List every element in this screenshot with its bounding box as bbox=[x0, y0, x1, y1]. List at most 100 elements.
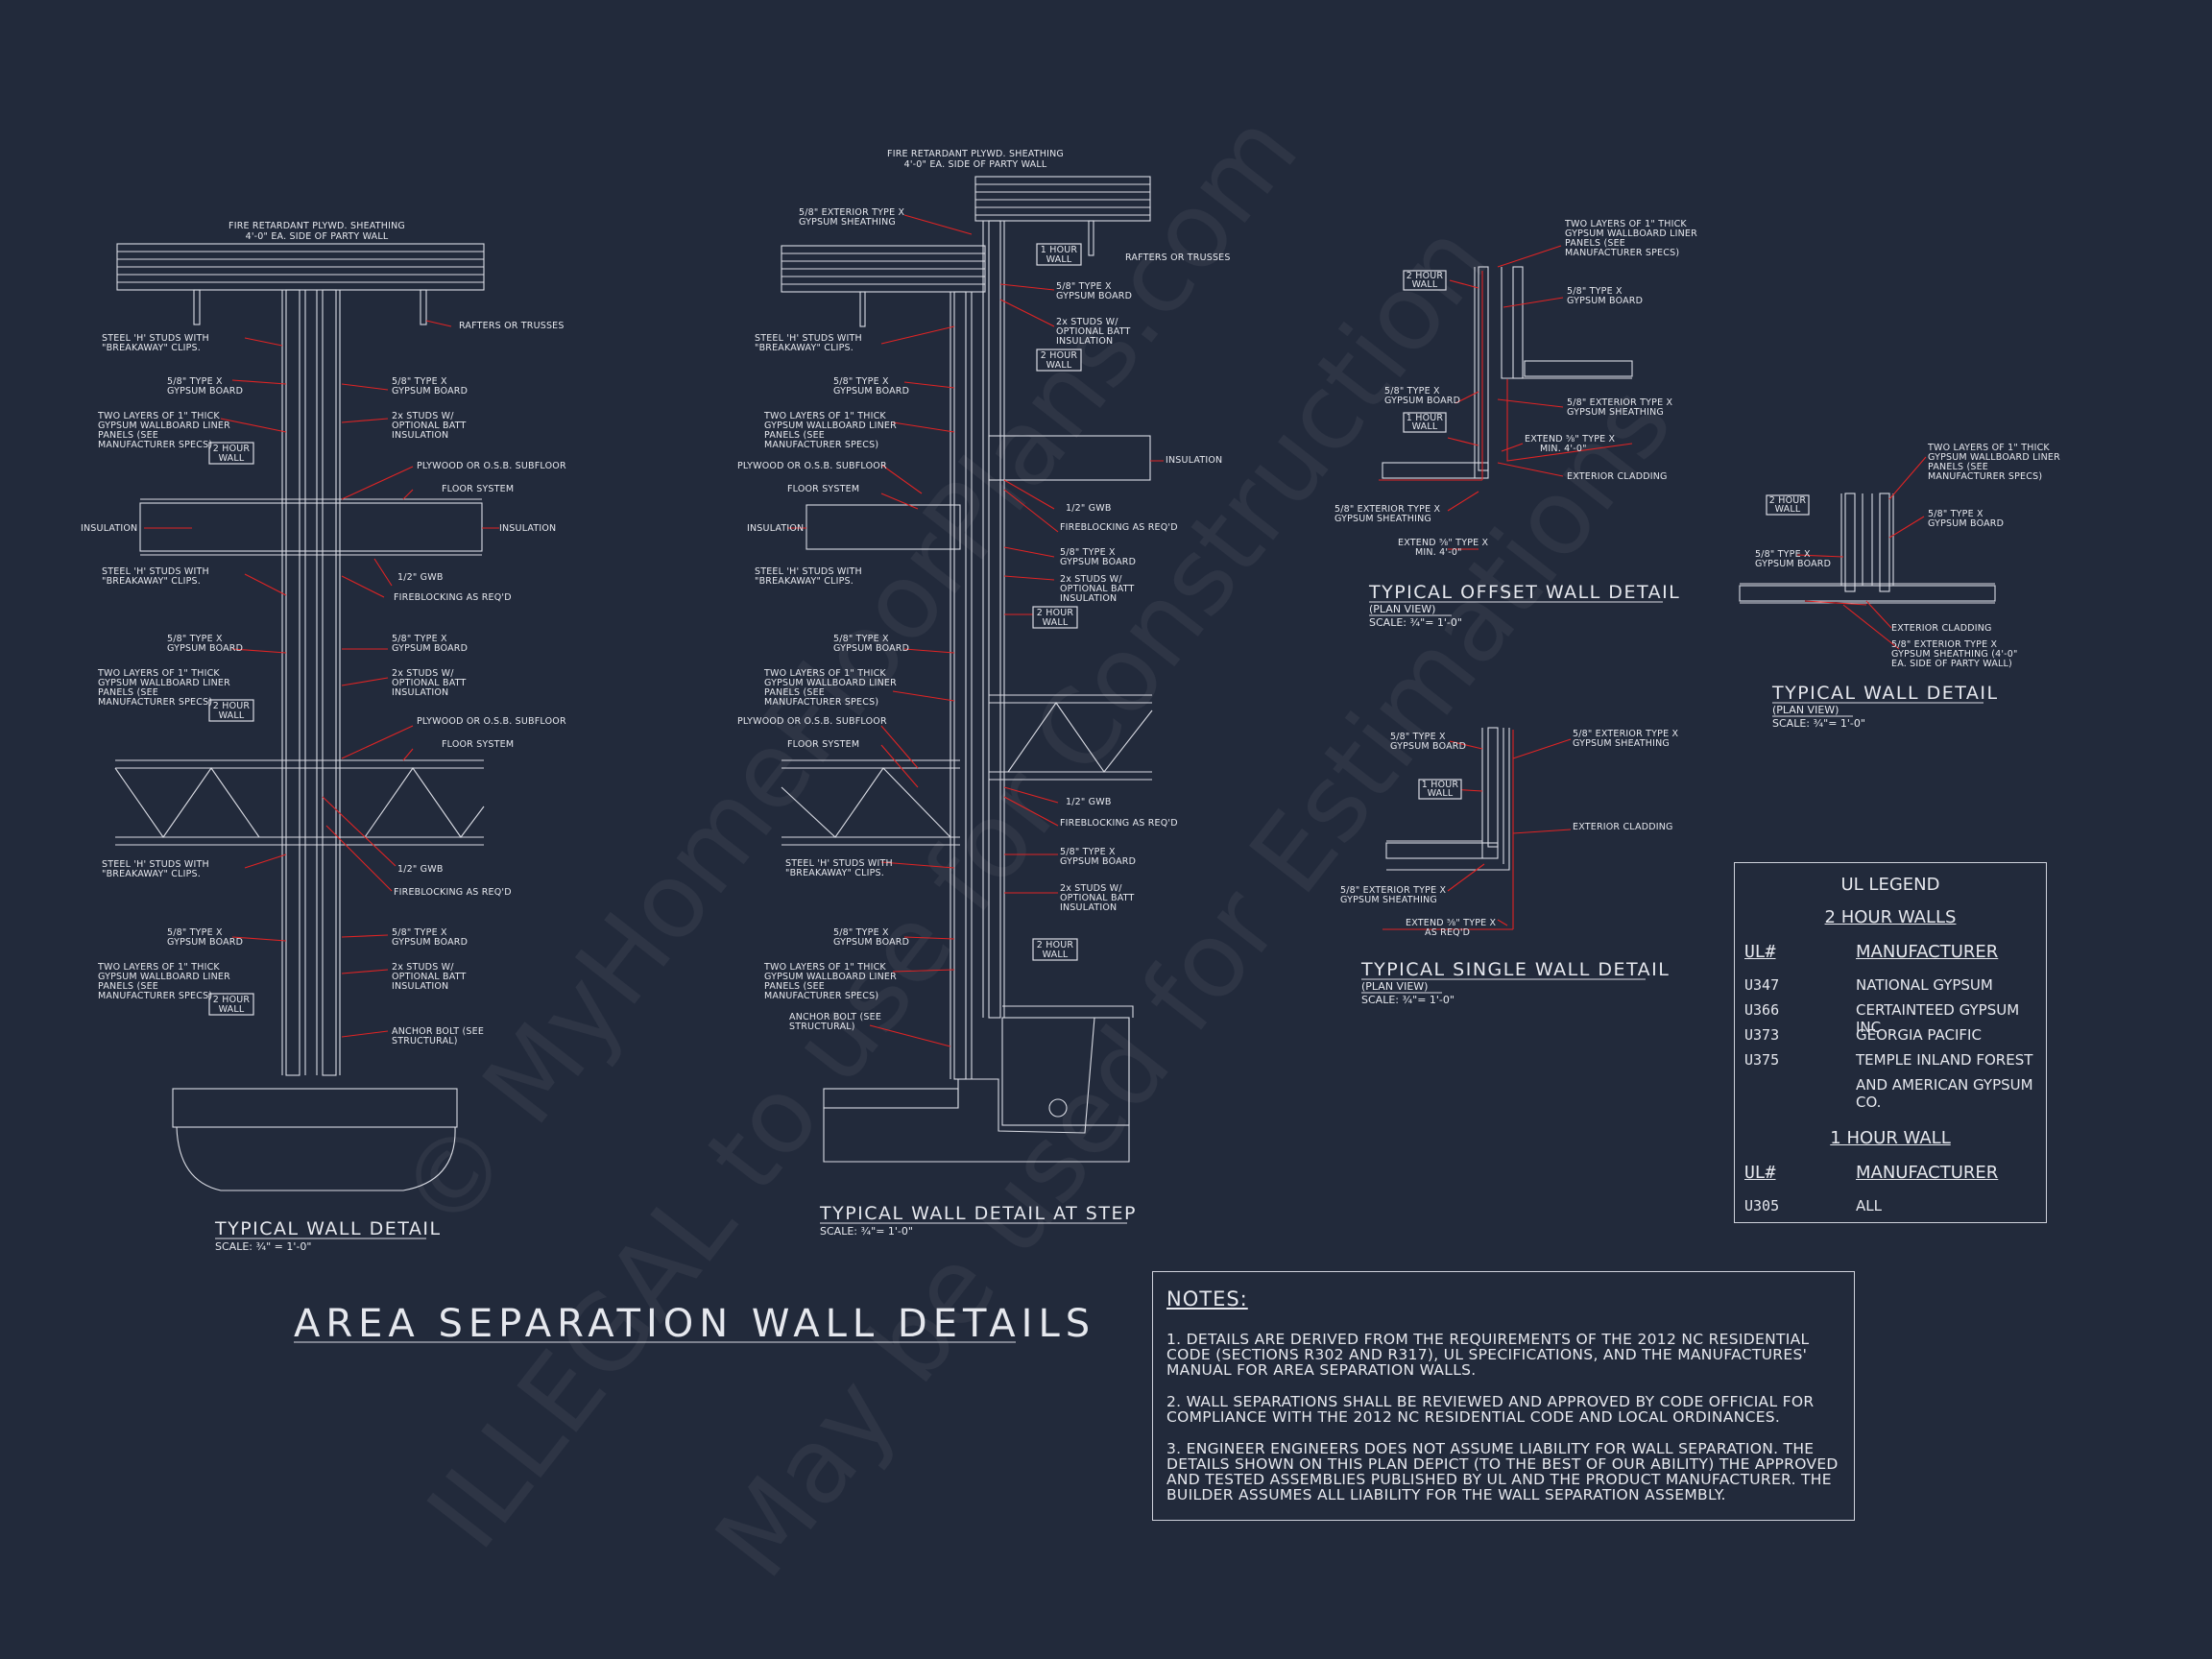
svg-text:INSULATION: INSULATION bbox=[392, 981, 448, 992]
svg-text:"BREAKAWAY" CLIPS.: "BREAKAWAY" CLIPS. bbox=[102, 869, 201, 879]
svg-text:GYPSUM BOARD: GYPSUM BOARD bbox=[1060, 856, 1136, 867]
detail-title: TYPICAL WALL DETAIL AT STEP bbox=[819, 1203, 1137, 1224]
detail-title: TYPICAL OFFSET WALL DETAIL bbox=[1368, 582, 1680, 603]
svg-text:RAFTERS OR TRUSSES: RAFTERS OR TRUSSES bbox=[1125, 252, 1231, 263]
detail-title: TYPICAL WALL DETAIL bbox=[214, 1218, 442, 1239]
svg-text:FIRE RETARDANT PLYWD. SHEATHIN: FIRE RETARDANT PLYWD. SHEATHING bbox=[228, 221, 405, 231]
svg-text:TWO LAYERS OF 1" THICK: TWO LAYERS OF 1" THICK bbox=[97, 962, 220, 973]
svg-text:PANELS (SEE: PANELS (SEE bbox=[98, 430, 158, 441]
svg-text:5/8" TYPE X: 5/8" TYPE X bbox=[167, 927, 223, 938]
svg-text:1/2" GWB: 1/2" GWB bbox=[397, 864, 444, 875]
legend-one-hour-heading: 1 HOUR WALL bbox=[1830, 1128, 1951, 1148]
note-item: 3. Engineer engineers does not assume li… bbox=[1166, 1440, 1839, 1503]
svg-text:MIN. 4'-0": MIN. 4'-0" bbox=[1540, 444, 1587, 454]
main-title: AREA SEPARATION WALL DETAILS bbox=[294, 1302, 1095, 1346]
svg-text:"BREAKAWAY" CLIPS.: "BREAKAWAY" CLIPS. bbox=[755, 576, 854, 587]
svg-text:TWO LAYERS OF 1" THICK: TWO LAYERS OF 1" THICK bbox=[97, 668, 220, 679]
svg-text:2x STUDS W/: 2x STUDS W/ bbox=[1056, 317, 1118, 327]
svg-text:GYPSUM BOARD: GYPSUM BOARD bbox=[833, 937, 909, 948]
svg-text:2 HOUR: 2 HOUR bbox=[213, 995, 251, 1005]
svg-text:4'-0" EA. SIDE OF PARTY WALL: 4'-0" EA. SIDE OF PARTY WALL bbox=[246, 231, 389, 242]
svg-text:WALL: WALL bbox=[1046, 254, 1072, 265]
svg-text:1/2" GWB: 1/2" GWB bbox=[1066, 797, 1112, 807]
svg-text:WALL: WALL bbox=[1775, 504, 1801, 515]
svg-text:2x STUDS W/: 2x STUDS W/ bbox=[1060, 574, 1122, 585]
svg-text:FLOOR SYSTEM: FLOOR SYSTEM bbox=[442, 739, 514, 750]
svg-text:2x STUDS W/: 2x STUDS W/ bbox=[392, 668, 454, 679]
svg-text:2 HOUR: 2 HOUR bbox=[213, 701, 251, 711]
single-wall-detail: 1 HOUR WALL 5/8" TYPE X GYPSUM BOARD 5/8… bbox=[1340, 727, 1678, 1006]
svg-text:2 HOUR: 2 HOUR bbox=[1037, 608, 1074, 618]
svg-text:2 HOUR: 2 HOUR bbox=[1037, 940, 1074, 950]
svg-text:MANUFACTURER SPECS): MANUFACTURER SPECS) bbox=[764, 991, 878, 1001]
svg-text:STEEL 'H' STUDS WITH: STEEL 'H' STUDS WITH bbox=[102, 566, 209, 577]
svg-text:TWO LAYERS OF 1" THICK: TWO LAYERS OF 1" THICK bbox=[1927, 443, 2050, 453]
svg-text:5/8" TYPE X: 5/8" TYPE X bbox=[1056, 281, 1112, 292]
svg-text:"BREAKAWAY" CLIPS.: "BREAKAWAY" CLIPS. bbox=[785, 868, 884, 878]
svg-text:GYPSUM WALLBOARD LINER: GYPSUM WALLBOARD LINER bbox=[1928, 452, 2060, 463]
svg-text:5/8" TYPE X: 5/8" TYPE X bbox=[1060, 847, 1116, 857]
svg-text:(PLAN VIEW): (PLAN VIEW) bbox=[1369, 603, 1435, 615]
svg-text:FLOOR SYSTEM: FLOOR SYSTEM bbox=[442, 484, 514, 494]
svg-text:INSULATION: INSULATION bbox=[1060, 593, 1117, 604]
svg-text:STEEL 'H' STUDS WITH: STEEL 'H' STUDS WITH bbox=[102, 333, 209, 344]
svg-text:5/8" EXTERIOR TYPE X: 5/8" EXTERIOR TYPE X bbox=[1340, 885, 1446, 896]
svg-text:PLYWOOD OR O.S.B. SUBFLOOR: PLYWOOD OR O.S.B. SUBFLOOR bbox=[417, 716, 566, 727]
legend-title: UL LEGEND bbox=[1840, 875, 1940, 895]
step-wall-detail: 1 HOUR WALL 2 HOUR WALL 2 HOUR WALL 2 HO… bbox=[737, 149, 1231, 1238]
svg-text:5/8" TYPE X: 5/8" TYPE X bbox=[392, 376, 447, 387]
svg-text:"BREAKAWAY" CLIPS.: "BREAKAWAY" CLIPS. bbox=[102, 343, 201, 353]
svg-text:TWO LAYERS OF 1" THICK: TWO LAYERS OF 1" THICK bbox=[763, 668, 886, 679]
svg-text:EXTERIOR CLADDING: EXTERIOR CLADDING bbox=[1573, 822, 1673, 832]
svg-text:FLOOR SYSTEM: FLOOR SYSTEM bbox=[787, 484, 859, 494]
svg-text:2 HOUR: 2 HOUR bbox=[1041, 350, 1078, 361]
svg-text:2x STUDS W/: 2x STUDS W/ bbox=[1060, 883, 1122, 894]
svg-text:5/8" EXTERIOR TYPE X: 5/8" EXTERIOR TYPE X bbox=[1567, 397, 1672, 408]
svg-text:1/2" GWB: 1/2" GWB bbox=[1066, 503, 1112, 514]
svg-text:TWO LAYERS OF 1" THICK: TWO LAYERS OF 1" THICK bbox=[1564, 219, 1687, 229]
svg-text:PANELS (SEE: PANELS (SEE bbox=[1565, 238, 1625, 249]
svg-text:GYPSUM WALLBOARD LINER: GYPSUM WALLBOARD LINER bbox=[764, 972, 897, 982]
svg-text:FIREBLOCKING AS REQ'D: FIREBLOCKING AS REQ'D bbox=[1060, 818, 1178, 829]
svg-text:GYPSUM WALLBOARD LINER: GYPSUM WALLBOARD LINER bbox=[764, 678, 897, 688]
svg-text:AS REQ'D: AS REQ'D bbox=[1425, 927, 1470, 938]
svg-text:GYPSUM WALLBOARD LINER: GYPSUM WALLBOARD LINER bbox=[98, 678, 230, 688]
svg-text:MANUFACTURER SPECS): MANUFACTURER SPECS) bbox=[98, 697, 212, 708]
svg-text:FIREBLOCKING AS REQ'D: FIREBLOCKING AS REQ'D bbox=[394, 887, 512, 898]
svg-text:GYPSUM SHEATHING: GYPSUM SHEATHING bbox=[1567, 407, 1664, 418]
svg-text:EXTERIOR CLADDING: EXTERIOR CLADDING bbox=[1891, 623, 1992, 634]
svg-text:SCALE: ¾" = 1'-0": SCALE: ¾" = 1'-0" bbox=[215, 1240, 311, 1253]
legend-mfr: NATIONAL GYPSUM bbox=[1856, 976, 1993, 994]
svg-text:OPTIONAL BATT: OPTIONAL BATT bbox=[392, 421, 467, 431]
svg-text:5/8" TYPE X: 5/8" TYPE X bbox=[833, 634, 889, 644]
legend-col-ul: UL# bbox=[1744, 942, 1776, 962]
svg-text:4'-0" EA. SIDE OF PARTY WALL: 4'-0" EA. SIDE OF PARTY WALL bbox=[904, 159, 1047, 170]
svg-text:INSULATION: INSULATION bbox=[499, 523, 556, 534]
svg-text:STEEL 'H' STUDS WITH: STEEL 'H' STUDS WITH bbox=[755, 333, 862, 344]
svg-text:MANUFACTURER SPECS): MANUFACTURER SPECS) bbox=[1928, 471, 2042, 482]
svg-text:2 HOUR: 2 HOUR bbox=[1769, 495, 1807, 506]
svg-text:GYPSUM SHEATHING: GYPSUM SHEATHING bbox=[1340, 895, 1437, 905]
legend-ul: U305 bbox=[1744, 1197, 1780, 1214]
svg-text:5/8" TYPE X: 5/8" TYPE X bbox=[1060, 547, 1116, 558]
svg-text:WALL: WALL bbox=[1412, 279, 1438, 290]
svg-text:INSULATION: INSULATION bbox=[392, 687, 448, 698]
svg-text:WALL: WALL bbox=[1043, 950, 1069, 960]
svg-text:PANELS (SEE: PANELS (SEE bbox=[764, 981, 825, 992]
svg-text:PANELS (SEE: PANELS (SEE bbox=[98, 981, 158, 992]
svg-text:GYPSUM BOARD: GYPSUM BOARD bbox=[1056, 291, 1132, 301]
svg-text:INSULATION: INSULATION bbox=[81, 523, 137, 534]
svg-text:MANUFACTURER SPECS): MANUFACTURER SPECS) bbox=[98, 440, 212, 450]
svg-text:GYPSUM BOARD: GYPSUM BOARD bbox=[1567, 296, 1643, 306]
svg-text:GYPSUM SHEATHING: GYPSUM SHEATHING bbox=[799, 217, 896, 228]
legend-ul: U375 bbox=[1744, 1051, 1780, 1069]
svg-text:1 HOUR: 1 HOUR bbox=[1041, 245, 1078, 255]
ul-legend: UL LEGEND 2 HOUR WALLS UL# MANUFACTURER … bbox=[1734, 862, 2047, 1223]
legend-ul: U347 bbox=[1744, 976, 1780, 994]
detail-title: TYPICAL WALL DETAIL bbox=[1771, 683, 1999, 704]
svg-text:PANELS (SEE: PANELS (SEE bbox=[1928, 462, 1988, 472]
svg-text:GYPSUM BOARD: GYPSUM BOARD bbox=[167, 643, 243, 654]
svg-text:GYPSUM BOARD: GYPSUM BOARD bbox=[167, 937, 243, 948]
svg-text:MIN. 4'-0": MIN. 4'-0" bbox=[1415, 547, 1462, 558]
